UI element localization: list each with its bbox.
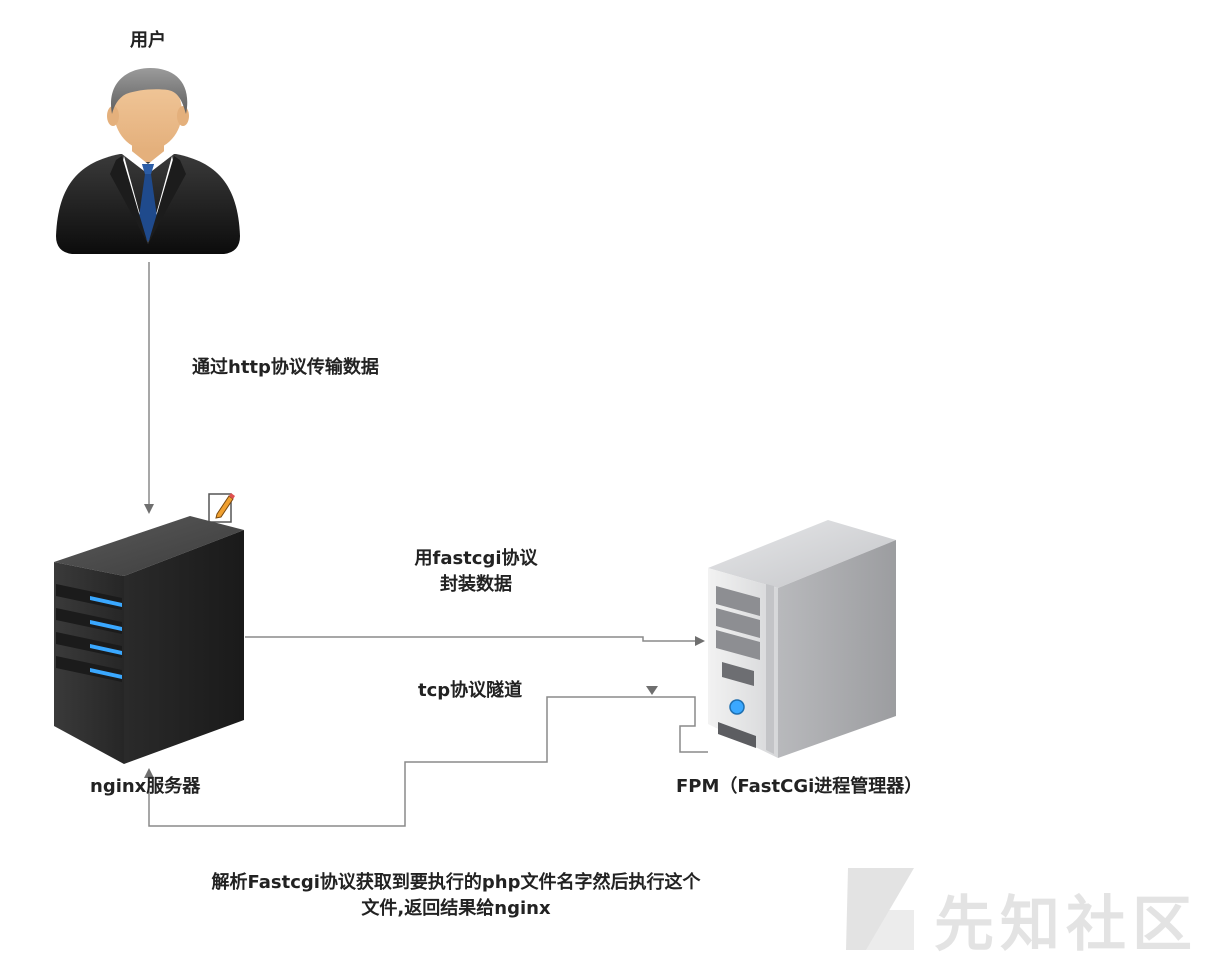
edge-nginx-to-fpm [245, 636, 705, 646]
watermark-logo-icon [846, 868, 914, 950]
dark-server-tower-icon [50, 512, 250, 768]
edge-label-return: 解析Fastcgi协议获取到要执行的php文件名字然后执行这个 文件,返回结果给… [156, 870, 756, 922]
edge-fpm-to-nginx [144, 696, 708, 827]
edge-tunnel-arrow [646, 686, 658, 695]
light-server-tower-icon [700, 516, 900, 764]
edge-label-return-line1: 解析Fastcgi协议获取到要执行的php文件名字然后执行这个 [211, 872, 701, 893]
watermark: 先知社区 [842, 858, 1202, 960]
nginx-label: nginx服务器 [90, 776, 201, 797]
fpm-label: FPM（FastCGi进程管理器） [676, 776, 923, 797]
edge-label-http: 通过http协议传输数据 [192, 357, 379, 378]
edge-label-fastcgi-line2: 封装数据 [440, 574, 512, 595]
edge-label-tunnel: tcp协议隧道 [418, 680, 523, 701]
edge-label-fastcgi: 用fastcgi协议 封装数据 [386, 546, 566, 598]
businessman-icon [50, 64, 246, 256]
edge-label-fastcgi-line1: 用fastcgi协议 [414, 548, 538, 569]
user-label: 用户 [130, 30, 166, 51]
watermark-text: 先知社区 [934, 890, 1198, 960]
edge-label-return-line2: 文件,返回结果给nginx [361, 898, 551, 919]
edit-note-icon[interactable] [207, 490, 235, 524]
